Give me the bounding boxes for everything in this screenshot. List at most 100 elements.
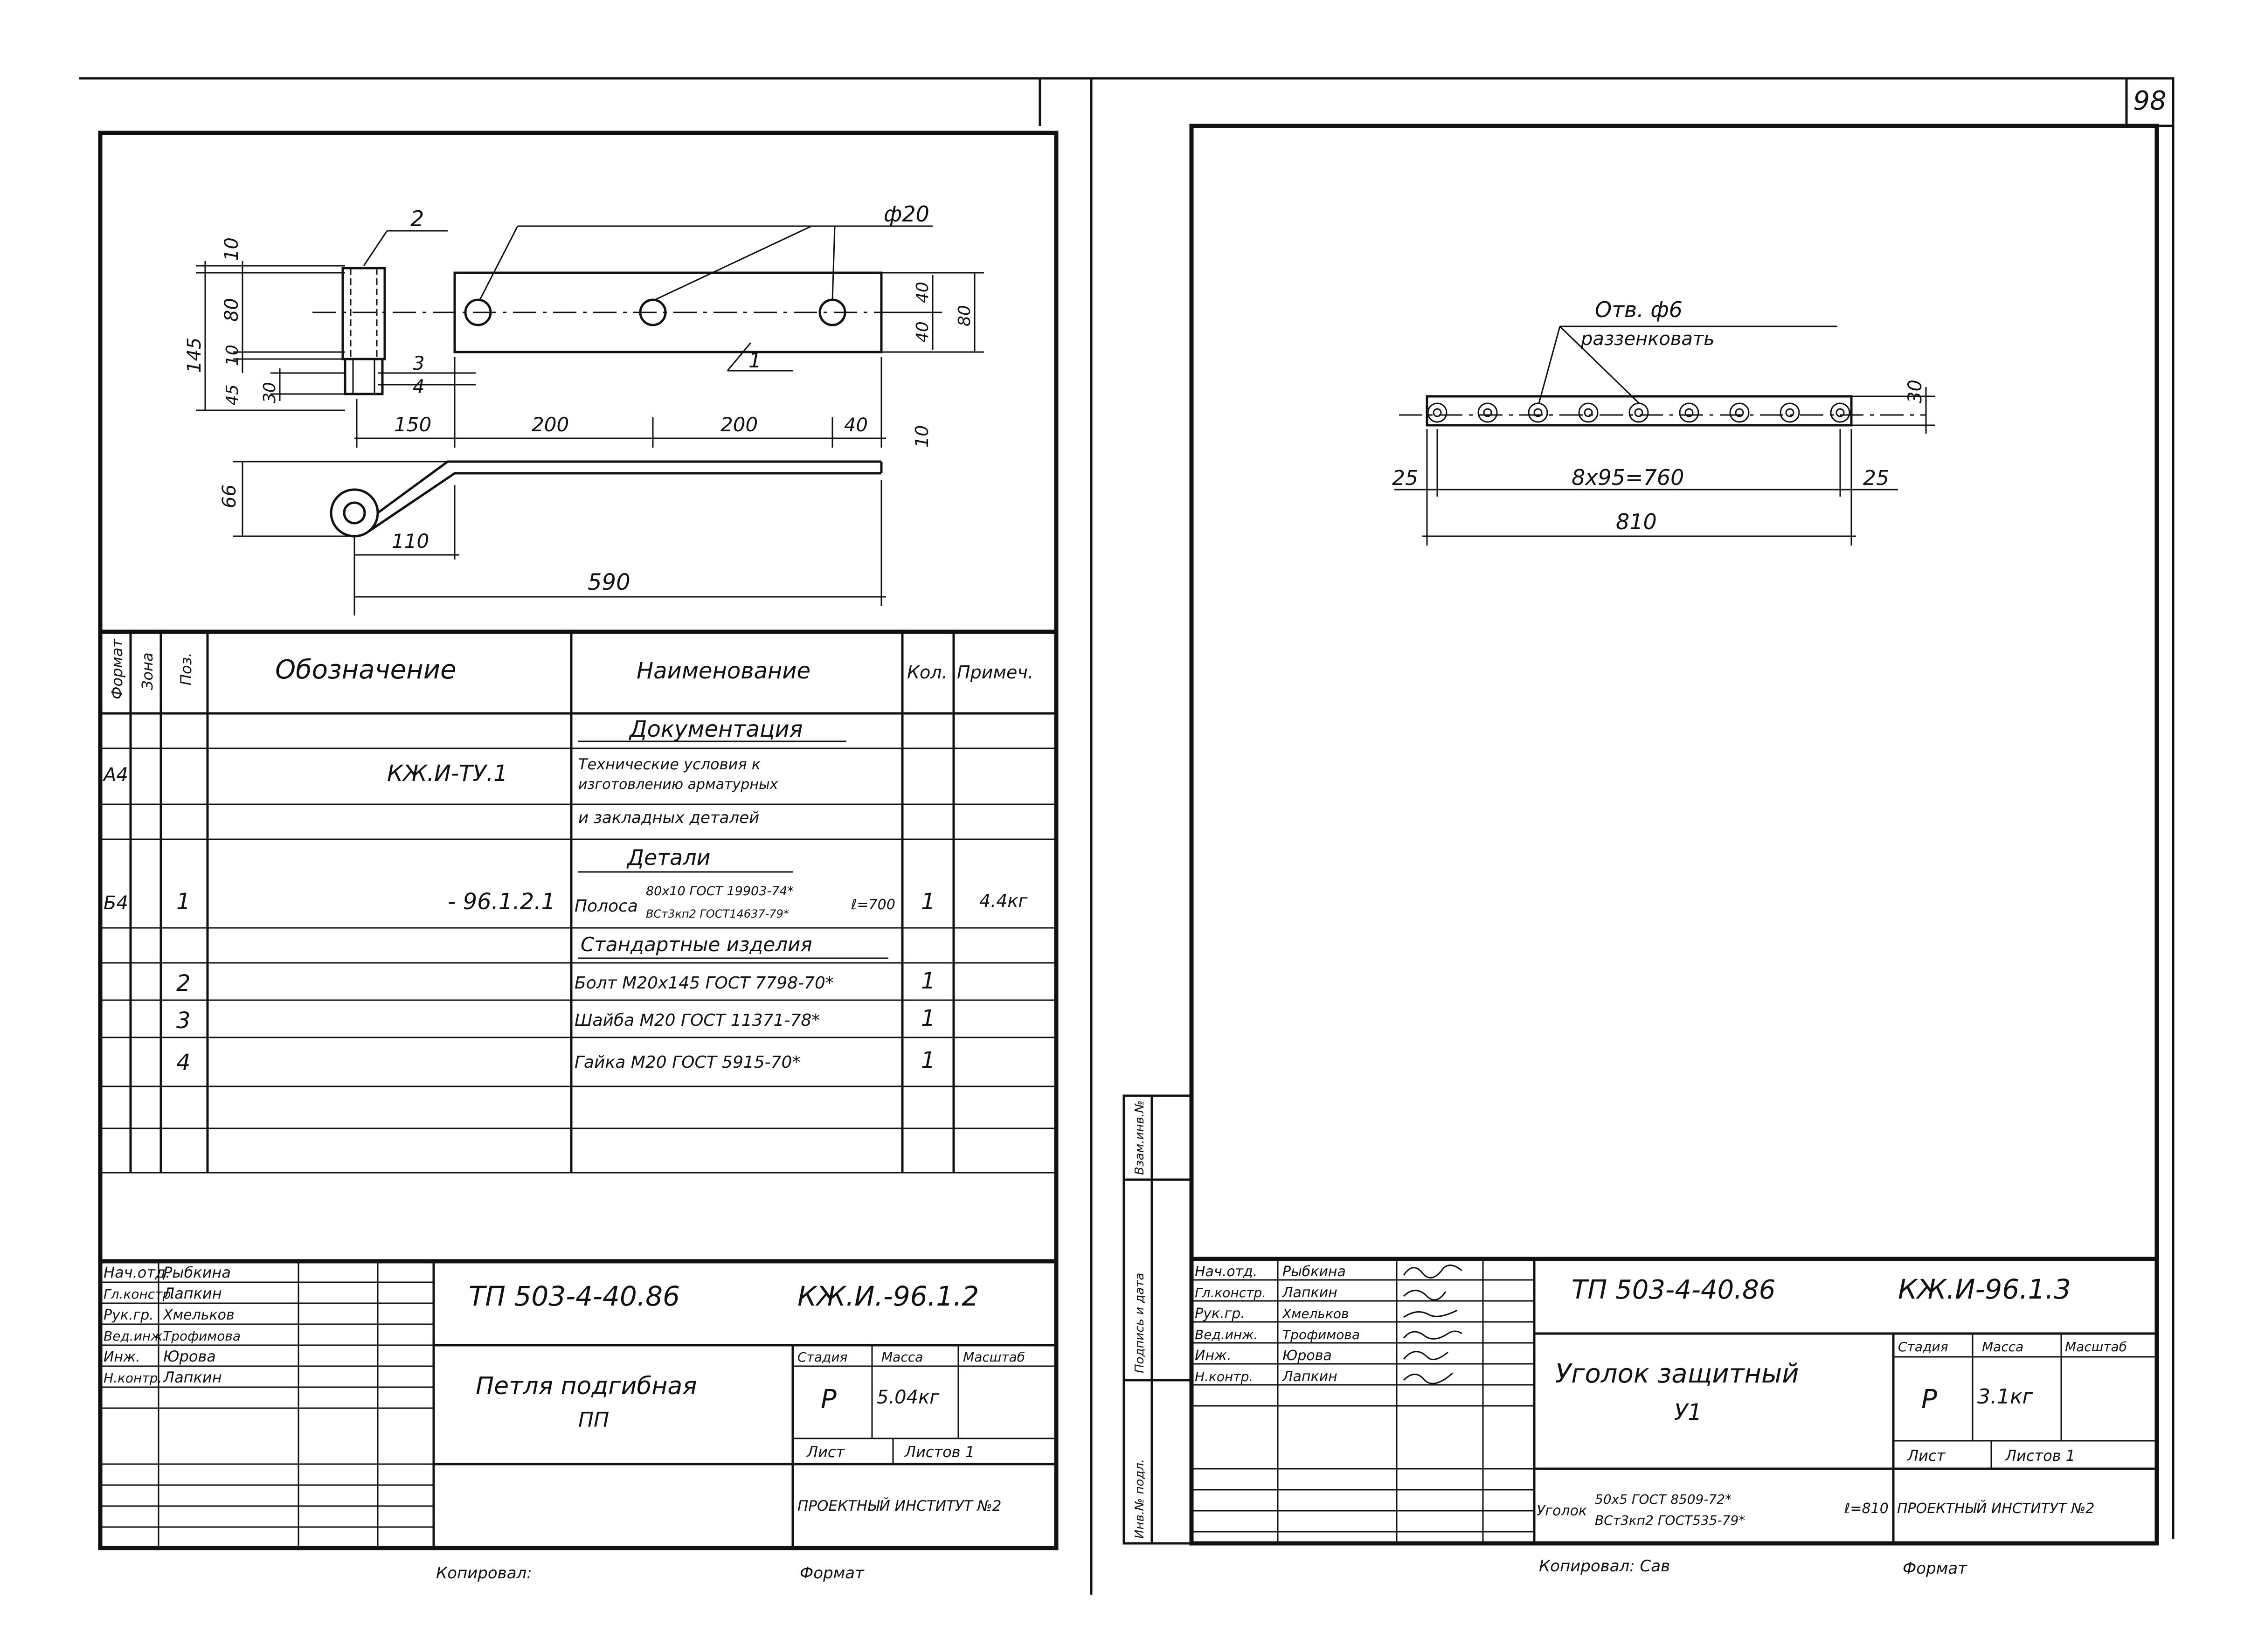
dim-w150: 150 bbox=[394, 413, 431, 436]
spec-header-format: Формат bbox=[108, 638, 126, 699]
right-role-4: Вед.инж. bbox=[1195, 1327, 1258, 1342]
left-role-1: Нач.отд. bbox=[104, 1264, 170, 1281]
dim-t10: 10 bbox=[912, 425, 932, 448]
loop-plan-view bbox=[196, 225, 984, 448]
left-format-label: Формат bbox=[800, 1564, 865, 1583]
left-role-3: Рук.гр. bbox=[104, 1307, 154, 1323]
right-material-length: ℓ=810 bbox=[1844, 1500, 1889, 1517]
callout-nut: 4 bbox=[413, 376, 424, 398]
left-project-number: ТП 503-4-40.86 bbox=[469, 1280, 680, 1312]
dim-w200b: 200 bbox=[720, 413, 758, 436]
spec-std-pos-3: 4 bbox=[176, 1050, 191, 1076]
callout-hole-diameter: ф20 bbox=[884, 201, 929, 227]
spec-section-parts: Детали bbox=[626, 845, 711, 870]
dim-d45: 45 bbox=[223, 384, 242, 406]
left-title-line2: ПП bbox=[578, 1408, 609, 1432]
left-role-4: Вед.инж. bbox=[104, 1328, 166, 1344]
right-title-line1: Уголок защитный bbox=[1555, 1359, 1799, 1389]
spec-part-name: Полоса bbox=[575, 897, 638, 916]
left-role-5: Инж. bbox=[104, 1349, 140, 1365]
dim-angle-h30: 30 bbox=[1905, 380, 1926, 403]
spec-header-designation: Обозначение bbox=[275, 655, 457, 685]
right-material-top: 50х5 ГОСТ 8509-72* bbox=[1595, 1492, 1732, 1507]
left-name-5: Юрова bbox=[163, 1348, 216, 1365]
right-name-1: Рыбкина bbox=[1282, 1264, 1346, 1280]
spec-part-qty: 1 bbox=[921, 889, 935, 915]
spec-doc-line2: изготовлению арматурных bbox=[578, 776, 778, 793]
spec-header-name: Наименование bbox=[637, 658, 810, 684]
dim-angle-e25b: 25 bbox=[1863, 466, 1889, 490]
dim-d30: 30 bbox=[260, 382, 279, 403]
spec-std-pos-2: 3 bbox=[176, 1008, 191, 1034]
right-mass-label: Масса bbox=[1982, 1339, 2023, 1355]
dim-angle-pitch: 8х95=760 bbox=[1572, 465, 1684, 490]
spec-part-format: Б4 bbox=[104, 892, 128, 914]
callout-bolt: 2 bbox=[410, 206, 424, 231]
left-role-6: Н.контр. bbox=[104, 1370, 162, 1386]
dim-w200a: 200 bbox=[532, 413, 569, 436]
left-stage: Р bbox=[821, 1384, 837, 1415]
left-drawing-code: КЖ.И.-96.1.2 bbox=[797, 1280, 979, 1312]
left-scale-label: Масштаб bbox=[963, 1349, 1025, 1365]
loop-side-view bbox=[233, 460, 886, 615]
right-name-5: Юрова bbox=[1282, 1348, 1332, 1364]
left-sheet: 2 ф20 1 3 4 10 80 145 10 45 30 40 40 80 … bbox=[98, 131, 1059, 1583]
right-role-2: Гл.констр. bbox=[1195, 1285, 1266, 1300]
right-name-6: Лапкин bbox=[1282, 1369, 1337, 1385]
side-stamp-column bbox=[1122, 1094, 1193, 1545]
hole-note: Отв. ф6 bbox=[1595, 297, 1683, 322]
right-title-line2: У1 bbox=[1674, 1399, 1702, 1425]
left-title-line1: Петля подгибная bbox=[476, 1372, 697, 1400]
dim-w590: 590 bbox=[588, 569, 630, 595]
right-stage-label: Стадия bbox=[1898, 1339, 1948, 1355]
left-title-block bbox=[100, 1259, 1056, 1548]
left-copied-label: Копировал: bbox=[436, 1564, 532, 1583]
dim-r40b: 40 bbox=[913, 321, 932, 343]
dim-w110: 110 bbox=[392, 530, 429, 553]
spec-part-pos: 1 bbox=[176, 889, 191, 915]
angle-drawing bbox=[1394, 325, 1935, 546]
left-role-2: Гл.констр. bbox=[104, 1286, 175, 1302]
side-label-replace: Взам.инв.№ bbox=[1133, 1100, 1147, 1175]
right-signatures bbox=[1403, 1265, 1462, 1384]
left-organization: ПРОЕКТНЫЙ ИНСТИТУТ №2 bbox=[797, 1498, 1002, 1514]
spec-std-qty-1: 1 bbox=[921, 968, 935, 994]
left-mass: 5.04кг bbox=[877, 1387, 940, 1408]
callout-washer: 3 bbox=[413, 353, 424, 374]
right-format-label: Формат bbox=[1903, 1559, 1967, 1578]
right-role-6: Н.контр. bbox=[1195, 1369, 1253, 1384]
right-name-3: Хмельков bbox=[1281, 1306, 1349, 1321]
left-frame bbox=[98, 131, 1059, 1550]
right-sheet-label: Лист bbox=[1907, 1447, 1946, 1465]
specification-table bbox=[100, 629, 1056, 1174]
right-material-main: Уголок bbox=[1537, 1503, 1587, 1519]
dim-r80: 80 bbox=[955, 305, 974, 326]
spec-doc-line3: и закладных деталей bbox=[578, 809, 759, 827]
spec-std-name-3: Гайка М20 ГОСТ 5915-70* bbox=[575, 1053, 800, 1072]
side-label-inventory: Инв.№ подл. bbox=[1133, 1459, 1147, 1539]
left-name-3: Хмельков bbox=[162, 1307, 235, 1323]
sheet-number: 98 bbox=[2133, 86, 2166, 116]
right-organization: ПРОЕКТНЫЙ ИНСТИТУТ №2 bbox=[1897, 1500, 2094, 1517]
left-sheet-label: Лист bbox=[806, 1443, 845, 1461]
dim-r40a: 40 bbox=[913, 282, 932, 303]
spec-std-pos-1: 2 bbox=[176, 970, 191, 996]
dim-d10: 10 bbox=[223, 345, 242, 366]
right-name-2: Лапкин bbox=[1282, 1285, 1337, 1301]
left-name-6: Лапкин bbox=[163, 1369, 222, 1386]
left-name-1: Рыбкина bbox=[163, 1264, 231, 1281]
callout-strip: 1 bbox=[748, 349, 762, 373]
dim-h66: 66 bbox=[219, 484, 240, 508]
spec-doc-designation: КЖ.И-ТУ.1 bbox=[387, 760, 508, 787]
right-sheets-label: Листов 1 bbox=[2005, 1447, 2075, 1465]
right-role-5: Инж. bbox=[1195, 1348, 1232, 1364]
spec-doc-format: А4 bbox=[102, 764, 128, 786]
left-name-4: Трофимова bbox=[163, 1328, 241, 1344]
dim-h80: 80 bbox=[221, 298, 242, 322]
dim-angle-e25a: 25 bbox=[1392, 466, 1418, 490]
right-drawing-code: КЖ.И-96.1.3 bbox=[1898, 1273, 2071, 1305]
right-title-block bbox=[1191, 1257, 2157, 1543]
dim-h145: 145 bbox=[184, 338, 205, 373]
right-role-1: Нач.отд. bbox=[1195, 1264, 1257, 1280]
dim-w40: 40 bbox=[844, 415, 868, 436]
